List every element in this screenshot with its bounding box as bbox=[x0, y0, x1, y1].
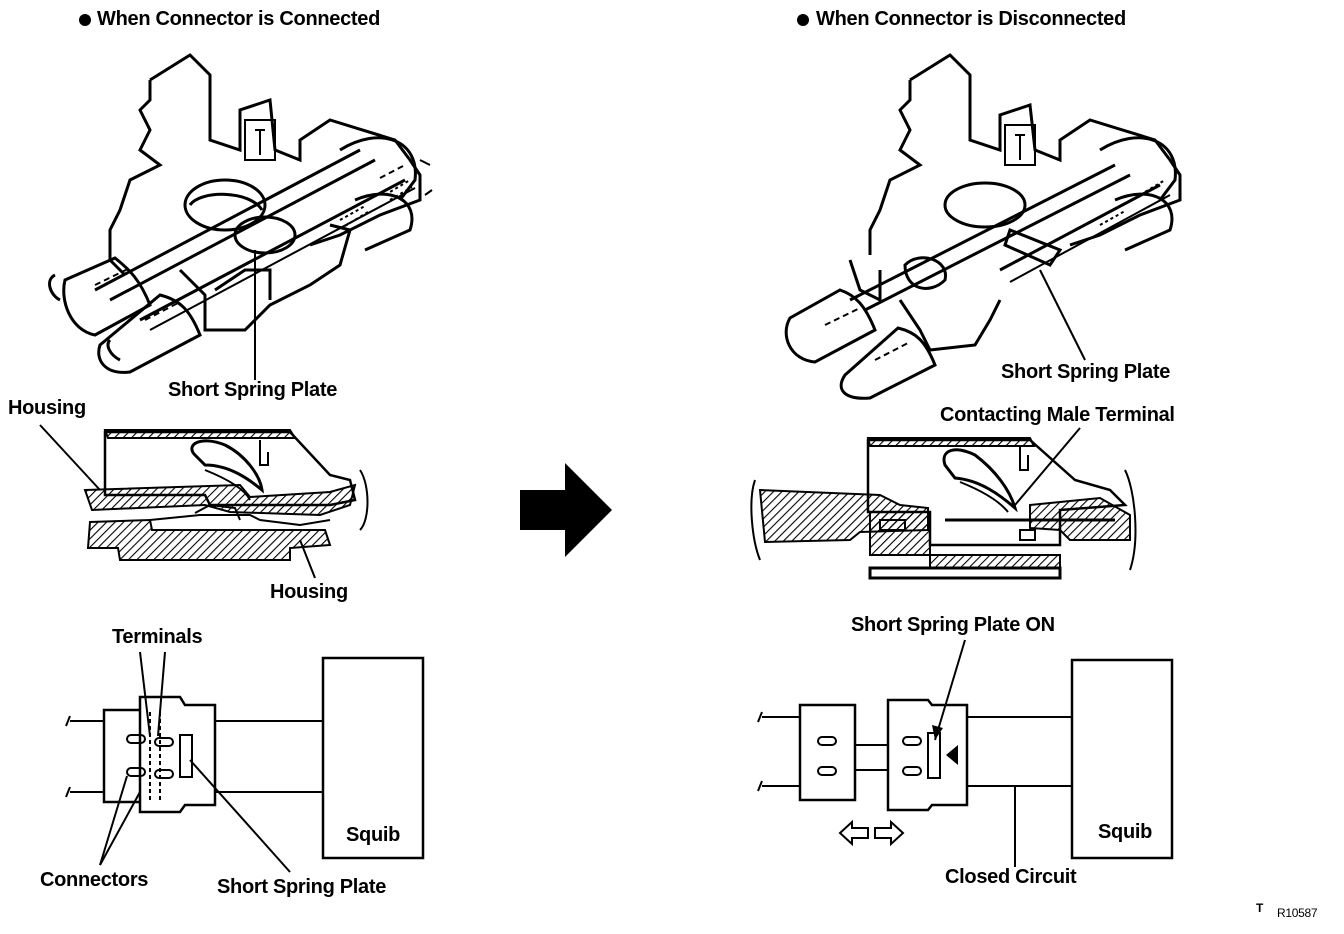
right-circuit-diagram bbox=[757, 639, 1174, 867]
left-short-spring-plate-label-bottom: Short Spring Plate bbox=[217, 876, 387, 898]
left-housing-label-upper: Housing bbox=[8, 397, 86, 419]
footer-mark: T bbox=[1256, 901, 1264, 915]
footer-code: R10587 bbox=[1277, 906, 1318, 920]
right-title: When Connector is Disconnected bbox=[816, 8, 1126, 30]
left-short-spring-plate-label-top: Short Spring Plate bbox=[168, 379, 338, 401]
right-short-spring-plate-label-top: Short Spring Plate bbox=[1001, 361, 1171, 383]
left-squib-label: Squib bbox=[346, 824, 401, 846]
right-title-bullet-icon bbox=[797, 14, 809, 26]
left-terminals-label: Terminals bbox=[112, 626, 203, 648]
left-title: When Connector is Connected bbox=[97, 8, 381, 30]
move-arrows-icon bbox=[838, 819, 905, 847]
right-contacting-male-terminal-label: Contacting Male Terminal bbox=[940, 404, 1175, 426]
left-connector-illustration bbox=[48, 53, 433, 380]
left-title-bullet-icon bbox=[79, 14, 91, 26]
right-cross-section bbox=[750, 427, 1137, 580]
left-circuit-diagram bbox=[65, 651, 425, 873]
right-closed-circuit-label: Closed Circuit bbox=[945, 866, 1077, 888]
transition-arrow-icon bbox=[520, 463, 612, 557]
left-housing-label-lower: Housing bbox=[270, 581, 348, 603]
left-cross-section bbox=[39, 424, 369, 579]
right-squib-label: Squib bbox=[1098, 821, 1153, 843]
right-connector-illustration bbox=[784, 53, 1182, 400]
right-short-spring-plate-on-label: Short Spring Plate ON bbox=[851, 614, 1055, 636]
left-connectors-label: Connectors bbox=[40, 869, 149, 891]
